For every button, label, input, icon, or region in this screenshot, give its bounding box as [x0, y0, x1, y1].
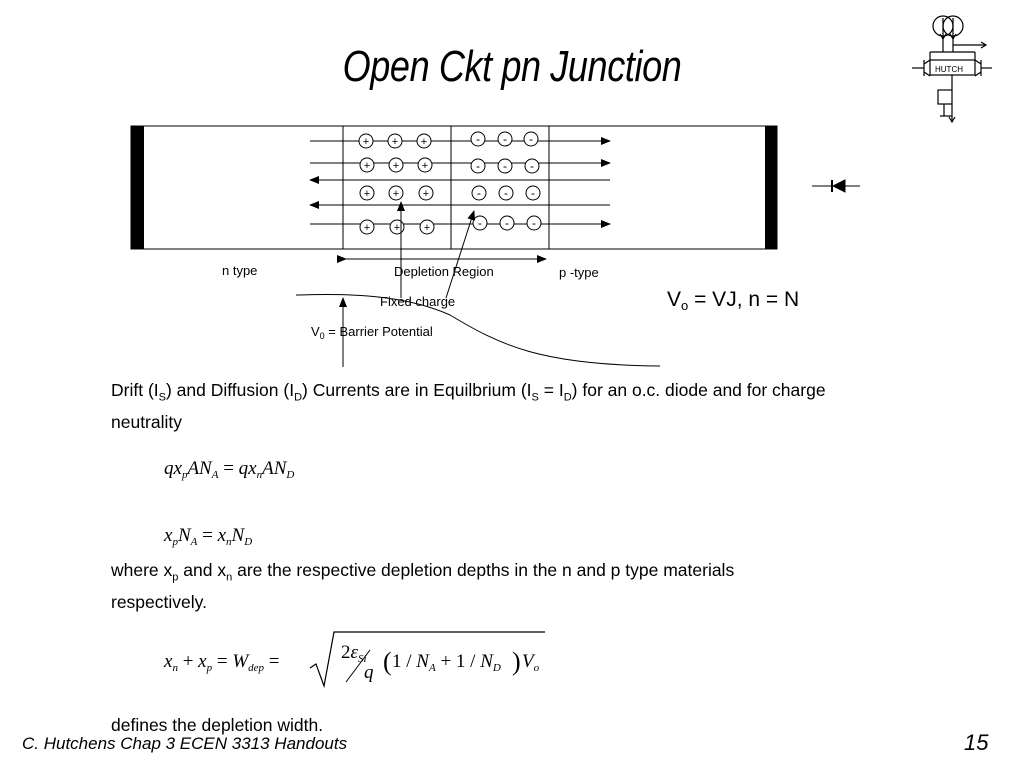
- vo-equation: Vo = VJ, n = N: [667, 288, 800, 313]
- svg-text:-: -: [477, 186, 481, 200]
- svg-text:-: -: [504, 186, 508, 200]
- svg-text:(: (: [383, 647, 392, 676]
- svg-text:+: +: [364, 160, 370, 172]
- svg-text:-: -: [476, 132, 480, 146]
- negative-ion: -: [524, 158, 540, 174]
- svg-text:+: +: [394, 222, 400, 234]
- page-number: 15: [964, 730, 989, 755]
- logo-text: HUTCH: [935, 65, 963, 74]
- left-contact: [131, 126, 144, 249]
- svg-text:-: -: [503, 132, 507, 146]
- svg-text:Vo: Vo: [522, 651, 540, 674]
- svg-text:+: +: [421, 136, 427, 148]
- svg-text:): ): [512, 647, 521, 676]
- svg-text:-: -: [505, 216, 509, 230]
- slide-title: Open Ckt pn Junction: [342, 42, 682, 91]
- svg-text:-: -: [529, 132, 533, 146]
- negative-ion: -: [470, 131, 486, 147]
- negative-ion: -: [499, 215, 515, 231]
- svg-text:-: -: [478, 216, 482, 230]
- svg-text:+: +: [423, 188, 429, 200]
- svg-text:+: +: [364, 188, 370, 200]
- positive-ion: +: [389, 219, 405, 235]
- svg-text:1 / NA + 1 / ND: 1 / NA + 1 / ND: [392, 651, 501, 674]
- svg-text:+: +: [393, 188, 399, 200]
- positive-ion: +: [358, 133, 374, 149]
- negative-ion: -: [472, 215, 488, 231]
- svg-text:+: +: [364, 222, 370, 234]
- positive-ion: +: [418, 185, 434, 201]
- svg-text:-: -: [531, 186, 535, 200]
- fixed-charge-pointer-minus: [445, 210, 476, 299]
- hutch-logo: HUTCH: [912, 15, 992, 124]
- svg-text:-: -: [476, 159, 480, 173]
- negative-ion: -: [526, 215, 542, 231]
- depth-ratio-equation: xpNA = xnND: [164, 525, 253, 548]
- negative-ion: -: [523, 131, 539, 147]
- footer-text: C. Hutchens Chap 3 ECEN 3313 Handouts: [22, 734, 348, 753]
- positive-ion: +: [417, 157, 433, 173]
- depletion-region-label: Depletion Region: [394, 264, 494, 279]
- positive-ion: +: [359, 219, 375, 235]
- positive-ion: +: [359, 157, 375, 173]
- negative-ion: -: [471, 185, 487, 201]
- charge-neutrality-equation: qxpANA = qxnAND: [164, 458, 295, 481]
- svg-text:-: -: [532, 216, 536, 230]
- svg-text:2εSi: 2εSi: [341, 642, 367, 665]
- diode-symbol: [812, 179, 860, 193]
- negative-ion: -: [498, 185, 514, 201]
- negative-ion: -: [497, 131, 513, 147]
- svg-text:+: +: [424, 222, 430, 234]
- svg-text:+: +: [422, 160, 428, 172]
- positive-ion: +: [416, 133, 432, 149]
- p-type-label: p -type: [559, 265, 599, 280]
- svg-text:+: +: [393, 160, 399, 172]
- positive-ion: +: [388, 157, 404, 173]
- positive-ion: +: [388, 185, 404, 201]
- positive-ion: +: [359, 185, 375, 201]
- negative-ion: -: [497, 158, 513, 174]
- svg-text:+: +: [392, 136, 398, 148]
- svg-text:q: q: [364, 662, 374, 683]
- depletion-depth-text: where xp and xn are the respective deple…: [111, 560, 735, 612]
- svg-text:-: -: [530, 159, 534, 173]
- depletion-width-radical: 2εSi q ( 1 / NA + 1 / ND ) Vo: [309, 631, 545, 689]
- positive-ion: +: [387, 133, 403, 149]
- depletion-width-text: defines the depletion width.: [111, 715, 324, 735]
- fixed-charge-label: Fixed charge: [380, 294, 455, 309]
- svg-text:+: +: [363, 136, 369, 148]
- n-type-label: n type: [222, 263, 257, 278]
- negative-ion: -: [470, 158, 486, 174]
- pn-junction-diagram: + + + + + + + + + + + + - - - - - - - - …: [130, 125, 860, 367]
- depletion-width-lhs: xn + xp = Wdep =: [164, 651, 280, 674]
- negative-ion: -: [525, 185, 541, 201]
- svg-text:-: -: [503, 159, 507, 173]
- equilibrium-text: Drift (IS) and Diffusion (ID) Currents a…: [111, 380, 826, 432]
- right-contact: [765, 126, 777, 249]
- barrier-potential-label: V0 = Barrier Potential: [311, 324, 433, 341]
- semiconductor-bar: [130, 125, 778, 250]
- potential-curve: [296, 294, 661, 367]
- positive-ion: +: [419, 219, 435, 235]
